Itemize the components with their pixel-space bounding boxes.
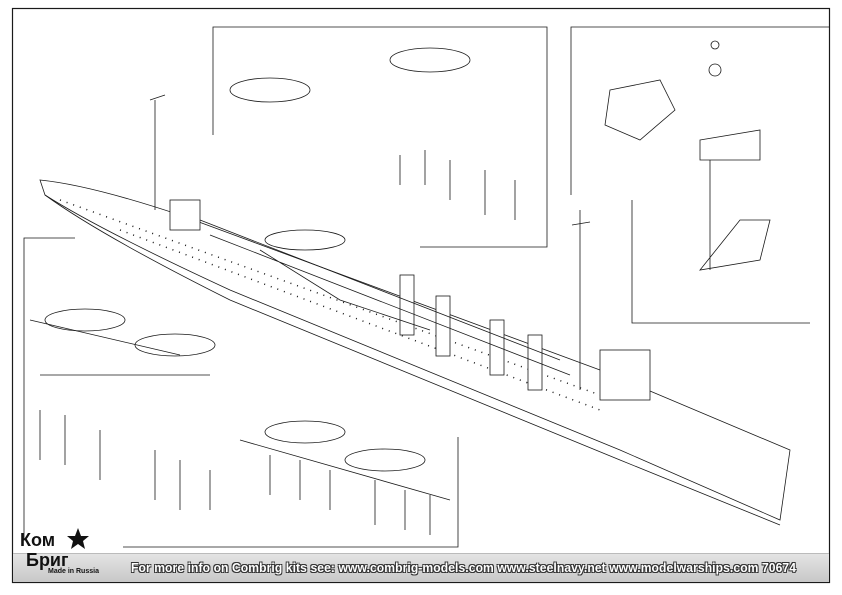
lifeboat-parts bbox=[44, 47, 471, 472]
star-icon bbox=[67, 528, 89, 549]
left-davit-panel-frame bbox=[23, 237, 75, 540]
bridge-parts bbox=[604, 40, 771, 271]
logo-tagline: Made in Russia bbox=[48, 568, 99, 575]
footer-info-text: For more info on Combrig kits see: www.c… bbox=[131, 560, 797, 575]
logo-graphic: Ком Бриг bbox=[20, 528, 89, 570]
combrig-logo: Ком Бриг Made in Russia bbox=[18, 528, 113, 580]
sheet-frame bbox=[11, 7, 831, 584]
lifeboat-detail-panel-frame bbox=[212, 26, 548, 248]
footer-bar: For more info on Combrig kits see: www.c… bbox=[13, 553, 829, 582]
bridge-detail-panel-frame bbox=[570, 26, 830, 324]
davit-parts bbox=[29, 150, 516, 535]
svg-text:Бриг: Бриг bbox=[26, 550, 69, 570]
bottom-davit-panel-frame bbox=[123, 437, 459, 548]
svg-text:Ком: Ком bbox=[20, 530, 55, 550]
ship-hull bbox=[39, 179, 791, 526]
ship-superstructure bbox=[149, 94, 651, 401]
